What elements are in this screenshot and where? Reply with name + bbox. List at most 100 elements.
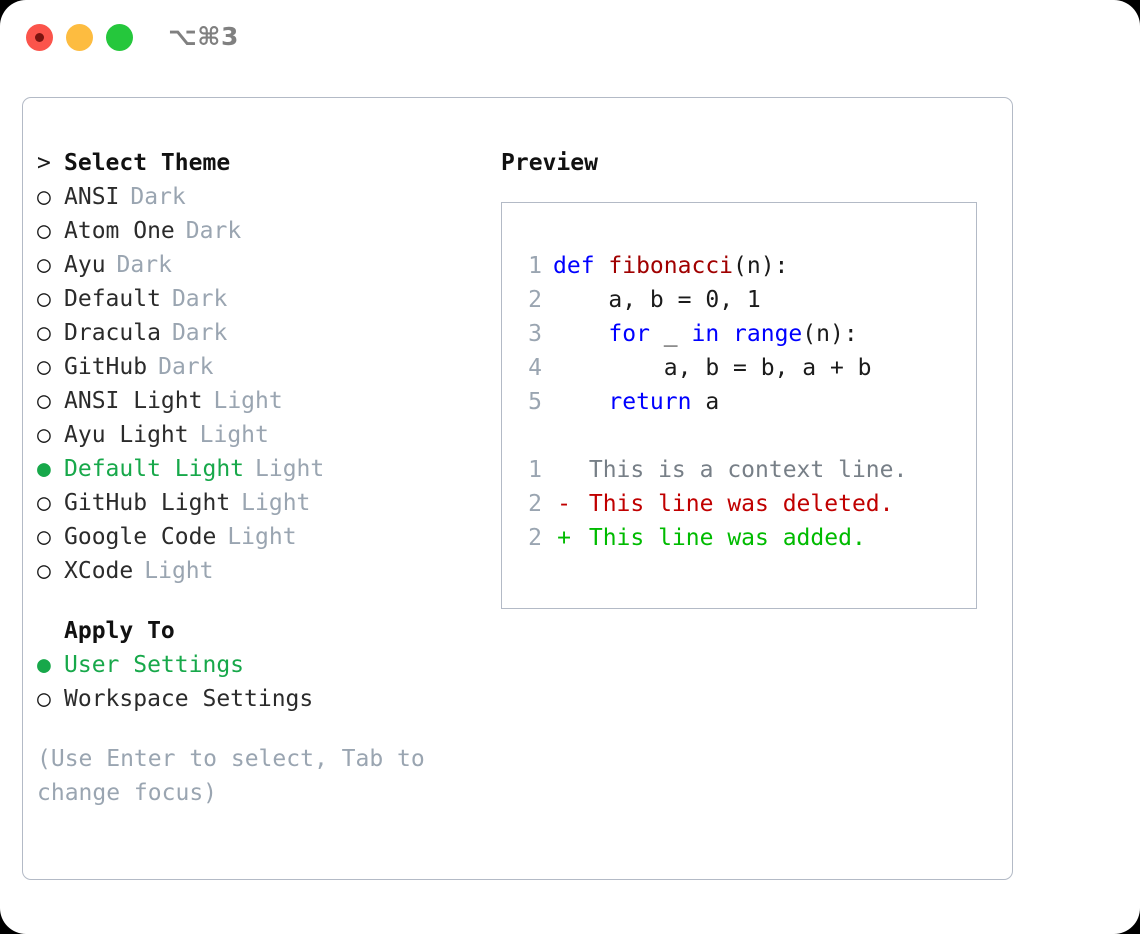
theme-list-item[interactable]: ○ GitHub Dark [37,350,497,384]
radio-unselected-icon: ○ [37,320,51,346]
prompt-caret-icon: > [37,150,51,176]
code-token: a [691,389,720,415]
code-token: fibonacci [608,253,734,279]
code-token: , [719,287,747,313]
keyboard-hint-text: (Use Enter to select, Tab to change focu… [37,746,439,806]
code-token: a, b = [553,287,706,313]
radio-unselected-icon: ○ [37,354,51,380]
apply-to-label: User Settings [64,652,245,678]
theme-name-label: Atom One [64,218,175,244]
apply-to-option[interactable]: ● User Settings [37,648,497,682]
theme-name-label: GitHub Light [64,490,231,516]
theme-list-item[interactable]: ● Default Light Light [37,452,497,486]
apply-to-option[interactable]: ○Workspace Settings [37,682,497,716]
code-token [553,321,608,347]
diff-text: This line was deleted. [575,491,894,517]
radio-unselected-icon: ○ [37,286,51,312]
code-line: 5 return a [516,385,968,419]
radio-unselected-icon: ○ [37,184,51,210]
section-spacer [37,588,497,614]
diff-text: This is a context line. [575,457,908,483]
radio-unselected-icon: ○ [37,252,51,278]
radio-selected-icon: ● [37,652,51,678]
theme-list-item[interactable]: ○ ANSI Dark [37,180,497,214]
theme-name-label: GitHub [64,354,148,380]
radio-selected-icon: ● [37,456,51,482]
line-number: 1 [528,253,542,279]
code-token [553,389,608,415]
theme-kind-badge: Dark [171,286,228,312]
radio-unselected-icon: ○ [37,524,51,550]
line-number: 5 [528,389,542,415]
line-number: 3 [528,321,542,347]
radio-unselected-icon: ○ [37,558,51,584]
diff-line: 2+ This line was added. [516,521,968,555]
theme-kind-badge: Light [227,524,297,550]
theme-kind-badge: Dark [130,184,186,210]
code-token [719,321,733,347]
line-number: 2 [528,491,542,517]
keyboard-shortcut-label: ⌥⌘3 [168,22,239,51]
code-token: for [608,321,650,347]
line-number: 1 [528,457,542,483]
code-token: a, b = b, a + b [553,355,872,381]
maximize-window-icon[interactable] [106,24,133,51]
code-token: 0 [705,287,720,313]
theme-name-label: Default [64,286,161,312]
theme-kind-badge: Dark [171,320,228,346]
code-line: 4 a, b = b, a + b [516,351,968,385]
close-window-icon[interactable] [26,24,53,51]
diff-marker: + [557,525,571,551]
apply-to-list: ● User Settings ○Workspace Settings [37,648,497,716]
apply-to-header: Apply To [37,614,497,648]
code-line: 2 a, b = 0, 1 [516,283,968,317]
theme-kind-badge: Dark [158,354,214,380]
theme-name-label: ANSI [64,184,120,210]
line-number: 2 [528,525,542,551]
theme-list-item[interactable]: ○ Atom One Dark [37,214,497,248]
apply-to-label: Workspace Settings [64,686,314,712]
radio-unselected-icon: ○ [37,218,51,244]
theme-kind-badge: Light [255,456,325,482]
theme-kind-badge: Light [144,558,214,584]
radio-unselected-icon: ○ [37,422,51,448]
code-token: range [733,321,803,347]
minimize-window-icon[interactable] [66,24,93,51]
code-token: (n): [802,321,858,347]
diff-sample: 1 This is a context line. 2- This line wa… [516,453,968,555]
preview-title: Preview [501,150,598,176]
theme-name-label: ANSI Light [64,388,203,414]
theme-kind-badge: Light [213,388,283,414]
code-token: 1 [746,287,761,313]
code-token: in [691,321,720,347]
theme-list-item[interactable]: ○ Default Dark [37,282,497,316]
theme-kind-badge: Dark [185,218,242,244]
code-token: def [553,253,609,279]
diff-marker [553,453,575,487]
line-number: 4 [528,355,542,381]
code-token: return [608,389,692,415]
title-bar: ⌥⌘3 [0,0,1140,78]
diff-marker: - [557,491,571,517]
select-theme-title: Select Theme [64,150,231,176]
code-line: 3 for _ in range(n): [516,317,968,351]
code-line: 1 def fibonacci(n): [516,249,968,283]
theme-name-label: Ayu Light [64,422,189,448]
theme-list-item[interactable]: ○ Dracula Dark [37,316,497,350]
code-token: (n): [733,253,789,279]
theme-name-label: Dracula [64,320,161,346]
theme-name-label: Default Light [64,456,245,482]
line-number: 2 [528,287,542,313]
